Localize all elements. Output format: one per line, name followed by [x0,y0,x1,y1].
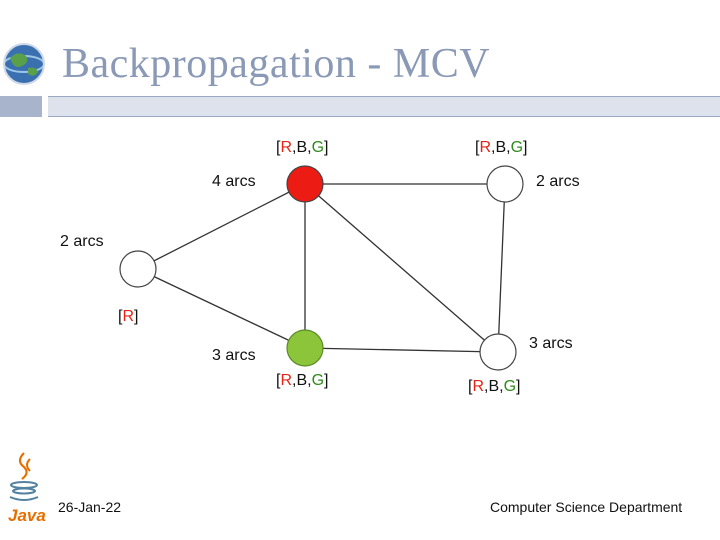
domain-value-r: R [280,139,293,156]
domain-top-left: [R,B,G] [276,139,329,156]
domain-value-r: R [472,378,485,395]
node-bottom-right [479,333,517,371]
title-bar-block [0,96,42,117]
domain-value-g: G [311,372,325,389]
arcs-label-bottom-right: 3 arcs [529,335,573,352]
domain-value-r: R [479,139,492,156]
domain-value-g: G [311,139,325,156]
domain-value-r: R [280,372,293,389]
domain-value-g: G [510,139,524,156]
domain-value-g: G [503,378,517,395]
edge-tr-br [497,183,506,353]
edge-bm-br [304,347,499,353]
node-bottom-mid [286,329,324,367]
domain-value-b: B [296,139,308,156]
globe-logo-icon [3,43,45,85]
footer-date: 26-Jan-22 [58,499,122,515]
domain-bottom-mid: [R,B,G] [276,372,329,389]
slide-title: Backpropagation - MCV [62,41,491,87]
domain-value-r: R [122,308,135,325]
arcs-label-bottom-mid: 3 arcs [212,347,256,364]
edge-tl-br [304,183,499,353]
arcs-label-top-right: 2 arcs [536,173,580,190]
domain-top-right: [R,B,G] [475,139,528,156]
arcs-label-top-left: 4 arcs [212,173,256,190]
svg-text:Java: Java [8,506,46,525]
footer-department: Computer Science Department [490,499,683,515]
domain-value-b: B [296,372,308,389]
domain-bottom-right: [R,B,G] [468,378,521,395]
edge-left-bm [137,268,306,349]
node-top-right [486,165,524,203]
edge-tl-left [137,183,306,270]
title-bar-line [48,96,720,117]
node-top-left [286,165,324,203]
domain-value-b: B [488,378,500,395]
node-left [119,250,157,288]
arcs-label-left: 2 arcs [60,233,104,250]
java-logo-icon: Java [8,452,46,525]
domain-value-b: B [495,139,507,156]
domain-left: [R] [118,308,139,325]
